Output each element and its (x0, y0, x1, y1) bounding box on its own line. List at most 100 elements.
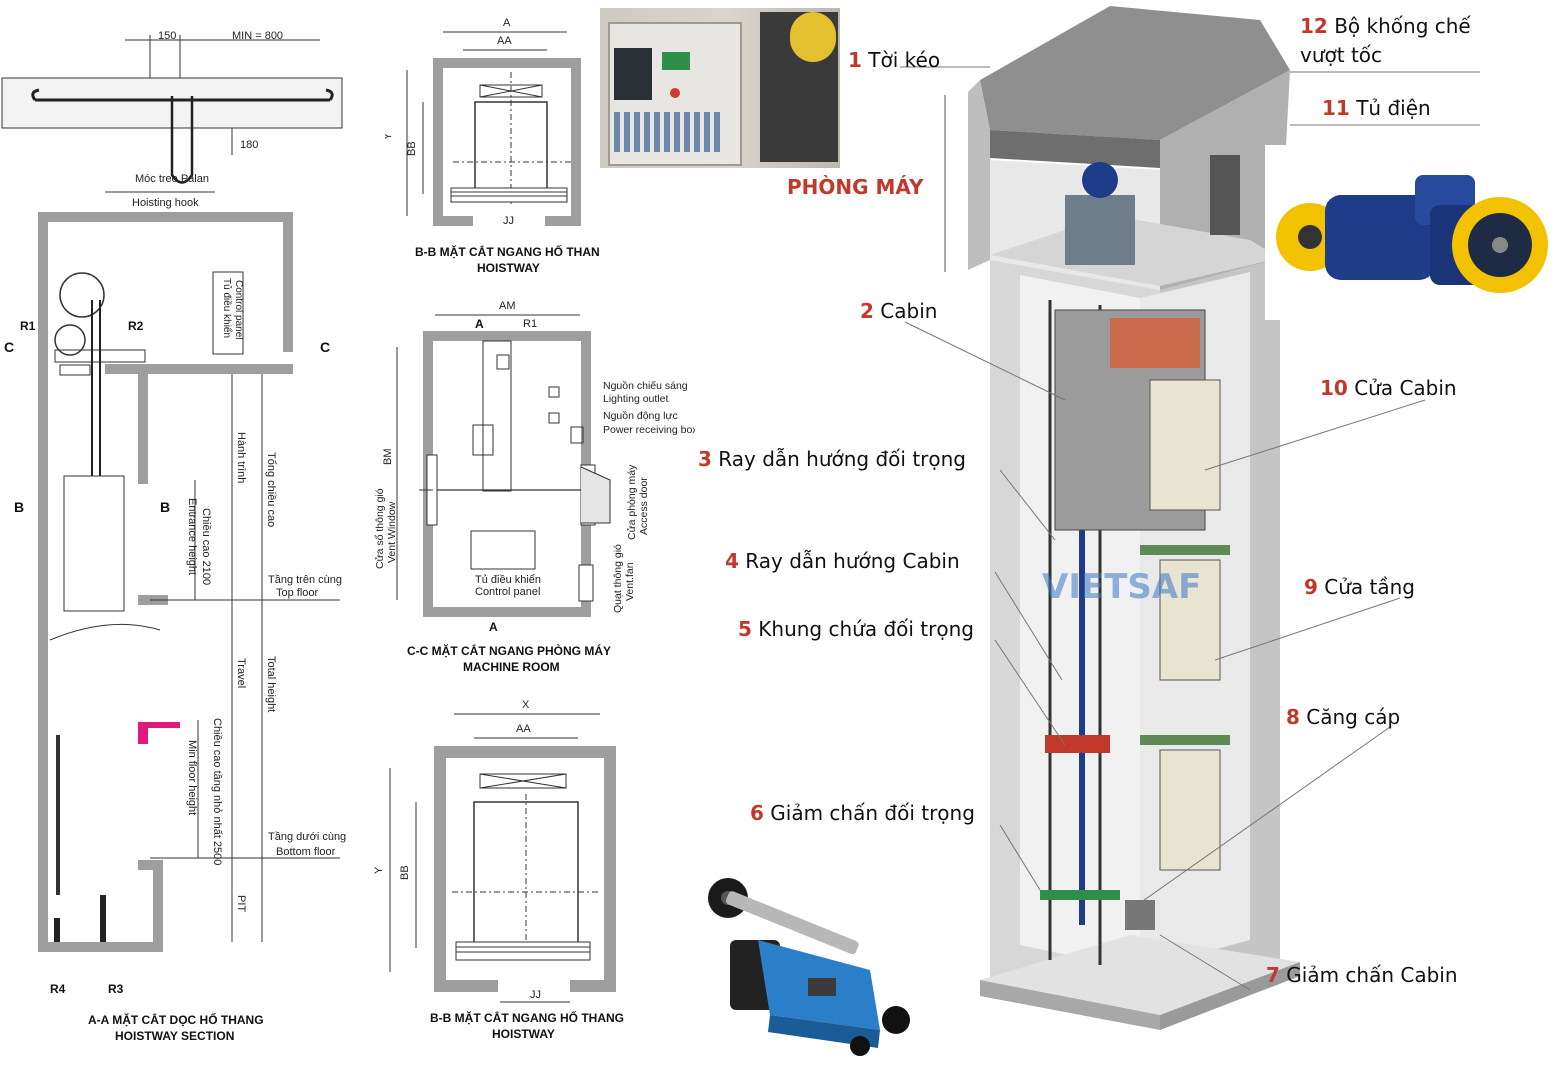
cc-r1-label: R1 (523, 318, 537, 330)
landing-door-2 (1159, 559, 1221, 681)
bottom-floor-en: Bottom floor (276, 846, 336, 858)
dim-am: AM (499, 300, 516, 312)
callout-1: 1 Tời kéo (848, 48, 940, 72)
power-vi: Nguồn động lực (603, 410, 678, 422)
vent-fan-en: Vent.fan (624, 562, 636, 601)
bb-dim-y: Y (373, 866, 385, 874)
access-door-vi: Cửa phòng máy (626, 464, 638, 540)
section-mark-a-bottom: A (489, 620, 498, 634)
dim-a: A (503, 17, 511, 29)
svg-text:7 Giảm chấn Cabin: 7 Giảm chấn Cabin (1266, 963, 1458, 987)
callout-8: 8 Căng cáp (1286, 705, 1400, 729)
bb-dim-jj: JJ (530, 989, 541, 1001)
hook-label-en: Hoisting hook (132, 197, 199, 209)
dim-min-800: MIN = 800 (232, 30, 283, 42)
dim-150: 150 (158, 30, 176, 42)
power-en: Power receiving box (603, 424, 695, 436)
machine-room-roof (980, 6, 1290, 140)
power-box-icon (570, 426, 584, 444)
top-floor-vi: Tầng trên cùng (268, 574, 342, 586)
machine-room-control-panel (470, 530, 536, 570)
min-floor-height-en: Min floor height (186, 740, 198, 815)
slab-detail (1, 35, 343, 184)
svg-text:12 Bộ khống chế: 12 Bộ khống chế (1300, 14, 1471, 38)
callout-3: 3 Ray dẫn hướng đối trọng (698, 447, 966, 471)
hoistway-plan-bb-bottom: X AA Y BB JJ B-B MẶT CẮT NGANG HỐ THANG … (373, 699, 624, 1041)
hoistway-section-aa: 150 MIN = 800 180 Móc treo Palan Hoistin… (1, 30, 346, 1043)
svg-text:8 Căng cáp: 8 Căng cáp (1286, 705, 1400, 729)
bottom-floor-vi: Tầng dưới cùng (268, 831, 346, 843)
control-panel-box (212, 271, 244, 355)
machine-room-plan-cc: AM A R1 BM Nguồn chiếu sáng Lighting out… (374, 300, 695, 674)
section-aa-caption-1: A-A MẶT CẮT DỌC HỐ THANG (88, 1012, 264, 1027)
limit-switch-photo (708, 878, 910, 1056)
entrance-height-vi: Chiều cao 2100 (200, 508, 212, 585)
cc-caption-1: C-C MẶT CẮT NGANG PHÒNG MÁY (407, 643, 611, 658)
callout-11: 11 Tủ điện (1322, 96, 1431, 120)
total-height-en: Total height (265, 656, 277, 712)
control-panel-en: Control panel (233, 280, 244, 339)
car-outline (63, 475, 125, 612)
section-mark-c-right: C (320, 339, 330, 355)
svg-text:5 Khung chứa đối trọng: 5 Khung chứa đối trọng (738, 617, 974, 641)
svg-text:2 Cabin: 2 Cabin (860, 299, 937, 323)
lighting-vi: Nguồn chiếu sáng (603, 380, 688, 392)
dim-180: 180 (240, 139, 258, 151)
svg-text:10 Cửa Cabin: 10 Cửa Cabin (1320, 376, 1457, 400)
r4-label: R4 (50, 982, 66, 996)
entrance-height-en: Entrance height (186, 498, 198, 575)
bb-top-caption-2: HOISTWAY (477, 261, 540, 275)
top-floor-en: Top floor (276, 587, 319, 599)
machine-room-label: PHÒNG MÁY (787, 175, 924, 199)
dim-jj: JJ (503, 215, 514, 227)
magenta-marker (138, 722, 148, 744)
callout-10: 10 Cửa Cabin (1320, 376, 1457, 400)
dim-y: Y (385, 132, 394, 140)
bb-bottom-caption-1: B-B MẶT CẮT NGANG HỐ THANG (430, 1010, 624, 1025)
pit-label: PIT (235, 895, 247, 912)
callout-12-line2: vượt tốc (1300, 43, 1382, 67)
hoistway-plan-bb-top: A AA Y BB JJ B-B MẶT CẮT NGANG HỐ THANG … (385, 17, 600, 275)
svg-text:9 Cửa tầng: 9 Cửa tầng (1304, 575, 1415, 599)
vent-window-vi: Cửa sổ thông gió (374, 488, 386, 569)
traction-motor-photo (1265, 145, 1555, 320)
callout-7: 7 Giảm chấn Cabin (1266, 963, 1458, 987)
cc-control-panel-vi: Tủ điều khiển (475, 574, 541, 586)
hook-label-vi: Móc treo Palan (135, 173, 209, 185)
r3-label: R3 (108, 982, 124, 996)
section-mark-b-left: B (14, 499, 24, 515)
lighting-outlet-icon (548, 386, 560, 398)
callout-2: 2 Cabin (860, 299, 937, 323)
section-mark-b-mid: B (160, 499, 170, 515)
dim-bm: BM (382, 449, 394, 466)
elevator-3d-illustration: PHÒNG MÁY VIETSAF 1 Tời kéo 2 Cabin 3 Ra… (698, 6, 1480, 1030)
callout-12: 12 Bộ khống chế (1300, 14, 1471, 38)
svg-text:3 Ray dẫn hướng đối trọng: 3 Ray dẫn hướng đối trọng (698, 447, 966, 471)
svg-text:6 Giảm chấn đối trọng: 6 Giảm chấn đối trọng (750, 801, 975, 825)
electrical-cabinet (1210, 155, 1240, 235)
vent-fan-vi: Quạt thông gió (612, 544, 624, 613)
svg-text:1 Tời kéo: 1 Tời kéo (848, 48, 940, 72)
min-floor-height-vi: Chiều cao tầng nhỏ nhất 2500 (211, 718, 223, 865)
bb-bottom-caption-2: HOISTWAY (492, 1027, 555, 1041)
access-door-icon (580, 466, 611, 524)
dim-aa: AA (497, 35, 512, 47)
travel-vi: Hành trình (235, 432, 247, 483)
lighting-en: Lighting outlet (603, 393, 668, 405)
traction-sheave-icon (59, 272, 105, 318)
callout-5: 5 Khung chứa đối trọng (738, 617, 974, 641)
bb-top-caption-1: B-B MẶT CẮT NGANG HỐ THANG (415, 244, 600, 259)
callout-9: 9 Cửa tầng (1304, 575, 1415, 599)
dim-bb: BB (406, 141, 418, 156)
section-aa-caption-2: HOISTWAY SECTION (115, 1029, 234, 1043)
r2-label: R2 (128, 319, 144, 333)
bb-dim-aa: AA (516, 723, 531, 735)
cc-control-panel-en: Control panel (475, 586, 540, 598)
watermark: VIETSAF (1042, 567, 1201, 607)
control-cabinet-photo (600, 8, 840, 168)
cc-caption-2: MACHINE ROOM (463, 660, 560, 674)
svg-text:11 Tủ điện: 11 Tủ điện (1322, 96, 1431, 120)
landing-door-1 (1159, 749, 1221, 871)
control-panel-vi: Tủ điều khiển (221, 278, 233, 338)
deflector-sheave-icon (54, 324, 86, 356)
